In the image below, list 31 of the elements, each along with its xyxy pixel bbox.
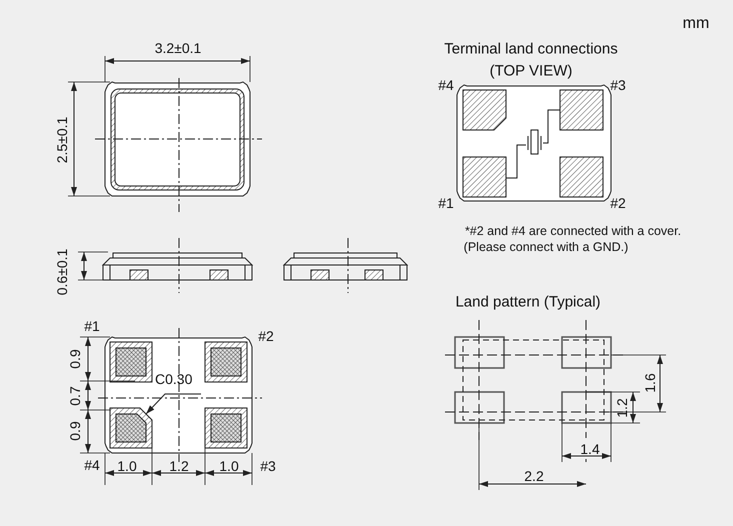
label-text: #1 [438,196,454,210]
dimension-label: 0.7 [68,386,82,406]
dimension-label: 1.2 [615,398,629,418]
label-text: 2.2 [524,469,544,483]
label-text: #2 [610,196,626,210]
label-text: #1 [84,319,100,333]
label-text: #3 [610,78,626,92]
label-text: #3 [260,459,276,473]
callout-text: C0.30 [155,372,192,386]
label-text: 1.4 [580,442,600,456]
label-text: mm [682,16,710,32]
label-text: Terminal land connections [444,42,618,56]
label-text: 1.0 [117,459,137,473]
dimension-label: 0.6±0.1 [55,248,69,296]
label-text: 3.2±0.1 [154,41,202,55]
label-text: 1.0 [219,459,239,473]
label-text: Land pattern (Typical) [455,294,601,310]
label-text: #4 [438,78,454,92]
dimension-label: 1.6 [643,373,657,393]
dimension-label: 0.9 [68,349,82,369]
label-text: #2 [258,329,274,343]
label-text: 1.2 [169,459,189,473]
label-text: (TOP VIEW) [490,64,572,78]
dimension-label: 2.5±0.1 [55,116,69,164]
label-text: *#2 and #4 are connected with a cover. [464,224,682,238]
chamfered-pad [110,408,152,448]
chamfered-pad [462,90,506,130]
label-text: (Please connect with a GND.) [464,240,628,254]
dimension-label: 0.9 [68,421,82,441]
leader-line [146,394,202,414]
label-text: #4 [84,458,100,472]
